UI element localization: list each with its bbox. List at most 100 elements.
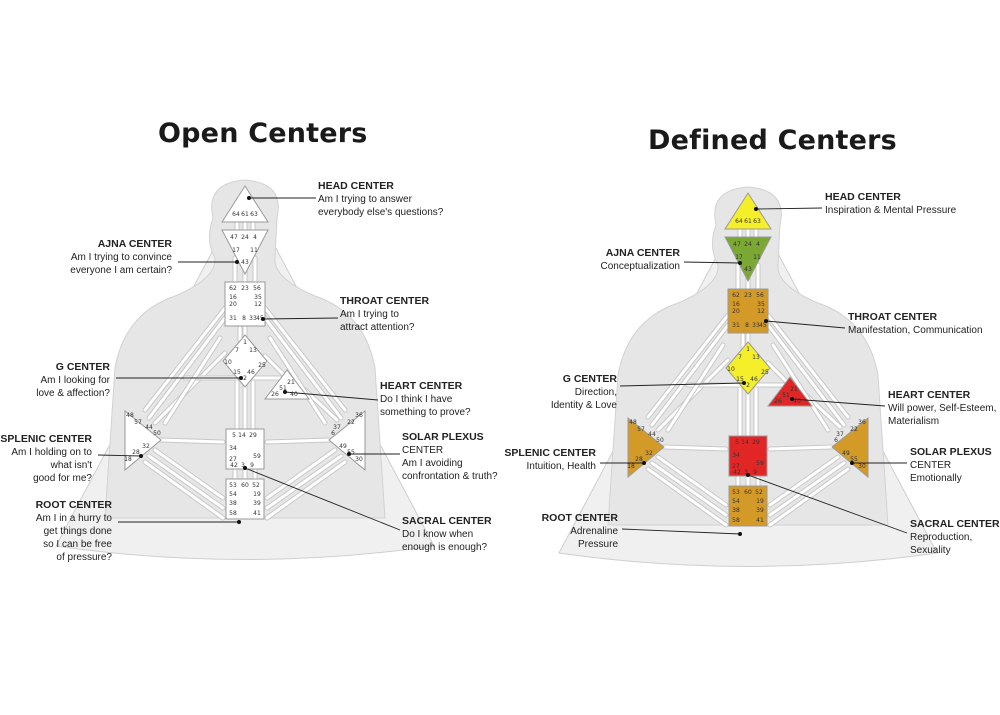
- defined-gate-solar: 30: [858, 463, 866, 470]
- defined-label-root: Adrenaline: [570, 526, 618, 537]
- open-head-center: [221, 185, 269, 223]
- open-leader-throat: [262, 317, 339, 320]
- open-gate-root: 38: [229, 500, 237, 507]
- open-root-center: [225, 478, 265, 520]
- defined-gate-throat: 12: [757, 308, 765, 315]
- defined-leader-dot-solar: [850, 461, 854, 465]
- open-gate-head: 64: [232, 211, 240, 218]
- open-gate-root: 19: [253, 491, 261, 498]
- open-channel: [143, 460, 225, 520]
- defined-gate-ajna: 4: [756, 241, 760, 248]
- defined-gate-ajna: 24: [744, 241, 752, 248]
- defined-leader-dot-throat: [764, 319, 768, 323]
- open-ajna-center: [221, 229, 269, 276]
- open-gate-throat: 12: [254, 301, 262, 308]
- defined-label-g: Identity & Love: [551, 400, 618, 411]
- open-gate-root: 41: [253, 510, 261, 517]
- defined-channel: [806, 395, 842, 429]
- open-channel: [263, 316, 343, 420]
- defined-gate-heart: 40: [793, 398, 801, 405]
- open-channel: [263, 354, 287, 378]
- defined-gate-ajna: 17: [735, 254, 743, 261]
- defined-label-sacral: SACRAL CENTER: [910, 518, 1000, 530]
- defined-channel: [646, 467, 728, 527]
- open-label-splenic: good for me?: [33, 473, 92, 484]
- open-gate-g: 15: [233, 369, 241, 376]
- open-gate-throat: 56: [253, 285, 261, 292]
- open-gate-throat: 23: [241, 285, 249, 292]
- defined-label-splenic: Intuition, Health: [527, 461, 597, 472]
- open-centers-title: Open Centers: [158, 118, 368, 149]
- open-label-ajna: everyone I am certain?: [70, 265, 172, 276]
- defined-throat-center: [727, 288, 769, 334]
- defined-gate-sacral: 27: [732, 463, 740, 470]
- defined-channel: [650, 323, 730, 427]
- open-leader-dot-solar: [347, 452, 351, 456]
- open-gate-ajna: 47: [230, 234, 238, 241]
- open-gate-splenic: 48: [126, 412, 134, 419]
- defined-gate-sacral: 59: [756, 460, 764, 467]
- open-gate-g: 10: [224, 359, 232, 366]
- open-heart-center: [263, 369, 311, 400]
- defined-leader-root: [621, 528, 741, 535]
- defined-gate-g: 15: [736, 376, 744, 383]
- defined-gate-root: 60: [744, 489, 752, 496]
- open-gate-root: 54: [229, 491, 237, 498]
- defined-gate-throat: 33: [752, 322, 760, 329]
- open-gate-solar: 30: [355, 456, 363, 463]
- open-label-head: Am I trying to answer: [318, 194, 413, 205]
- defined-gate-sacral: 14: [741, 439, 749, 446]
- defined-label-sacral: Reproduction,: [910, 532, 972, 543]
- defined-gate-head: 63: [753, 218, 761, 225]
- open-gate-throat: 31: [229, 315, 237, 322]
- defined-label-heart: Materialism: [888, 416, 939, 427]
- defined-leader-dot-ajna: [738, 261, 742, 265]
- defined-gate-g: 10: [727, 366, 735, 373]
- defined-label-head: HEAD CENTER: [825, 191, 901, 203]
- open-splenic-center: [124, 409, 162, 472]
- open-gate-throat: 16: [229, 294, 237, 301]
- open-label-head: HEAD CENTER: [318, 180, 394, 192]
- open-label-root: get things done: [44, 526, 113, 537]
- defined-gate-root: 39: [756, 507, 764, 514]
- defined-label-heart: HEART CENTER: [888, 389, 971, 401]
- defined-label-g: G CENTER: [563, 373, 618, 385]
- defined-leader-dot-root: [738, 532, 742, 536]
- defined-gate-sacral: 9: [753, 469, 757, 476]
- defined-gate-g: 25: [761, 369, 769, 376]
- open-gate-sacral: 5: [232, 432, 236, 439]
- open-channel: [163, 336, 222, 425]
- open-gate-heart: 26: [271, 391, 279, 398]
- defined-gate-solar: 22: [850, 426, 858, 433]
- open-gate-throat: 20: [229, 301, 237, 308]
- open-gate-splenic: 57: [134, 419, 142, 426]
- defined-leader-sacral: [747, 474, 908, 534]
- defined-gate-root: 58: [732, 517, 740, 524]
- open-gate-heart: 51: [279, 385, 287, 392]
- open-leader-sacral: [244, 467, 401, 531]
- open-label-solar: confrontation & truth?: [402, 471, 498, 482]
- open-gate-ajna: 11: [250, 247, 258, 254]
- open-gate-splenic: 28: [132, 449, 140, 456]
- open-gate-heart: 21: [287, 379, 295, 386]
- open-label-heart: HEART CENTER: [380, 380, 463, 392]
- open-leader-dot-g: [239, 376, 243, 380]
- open-gate-sacral: 29: [249, 432, 257, 439]
- open-gate-throat: 62: [229, 285, 237, 292]
- open-gate-sacral: 59: [253, 453, 261, 460]
- defined-label-sacral: Sexuality: [910, 545, 951, 556]
- defined-gate-throat: 16: [732, 301, 740, 308]
- defined-gate-heart: 26: [774, 398, 782, 405]
- open-gate-throat: 8: [242, 315, 246, 322]
- defined-gate-head: 61: [744, 218, 752, 225]
- defined-gate-splenic: 57: [637, 426, 645, 433]
- open-gate-head: 61: [241, 211, 249, 218]
- defined-gate-sacral: 29: [752, 439, 760, 446]
- open-label-root: ROOT CENTER: [36, 499, 113, 511]
- defined-head-center: [724, 192, 772, 230]
- defined-label-throat: Manifestation, Communication: [848, 325, 983, 336]
- defined-gate-splenic: 32: [645, 450, 653, 457]
- open-gate-g: 46: [247, 369, 255, 376]
